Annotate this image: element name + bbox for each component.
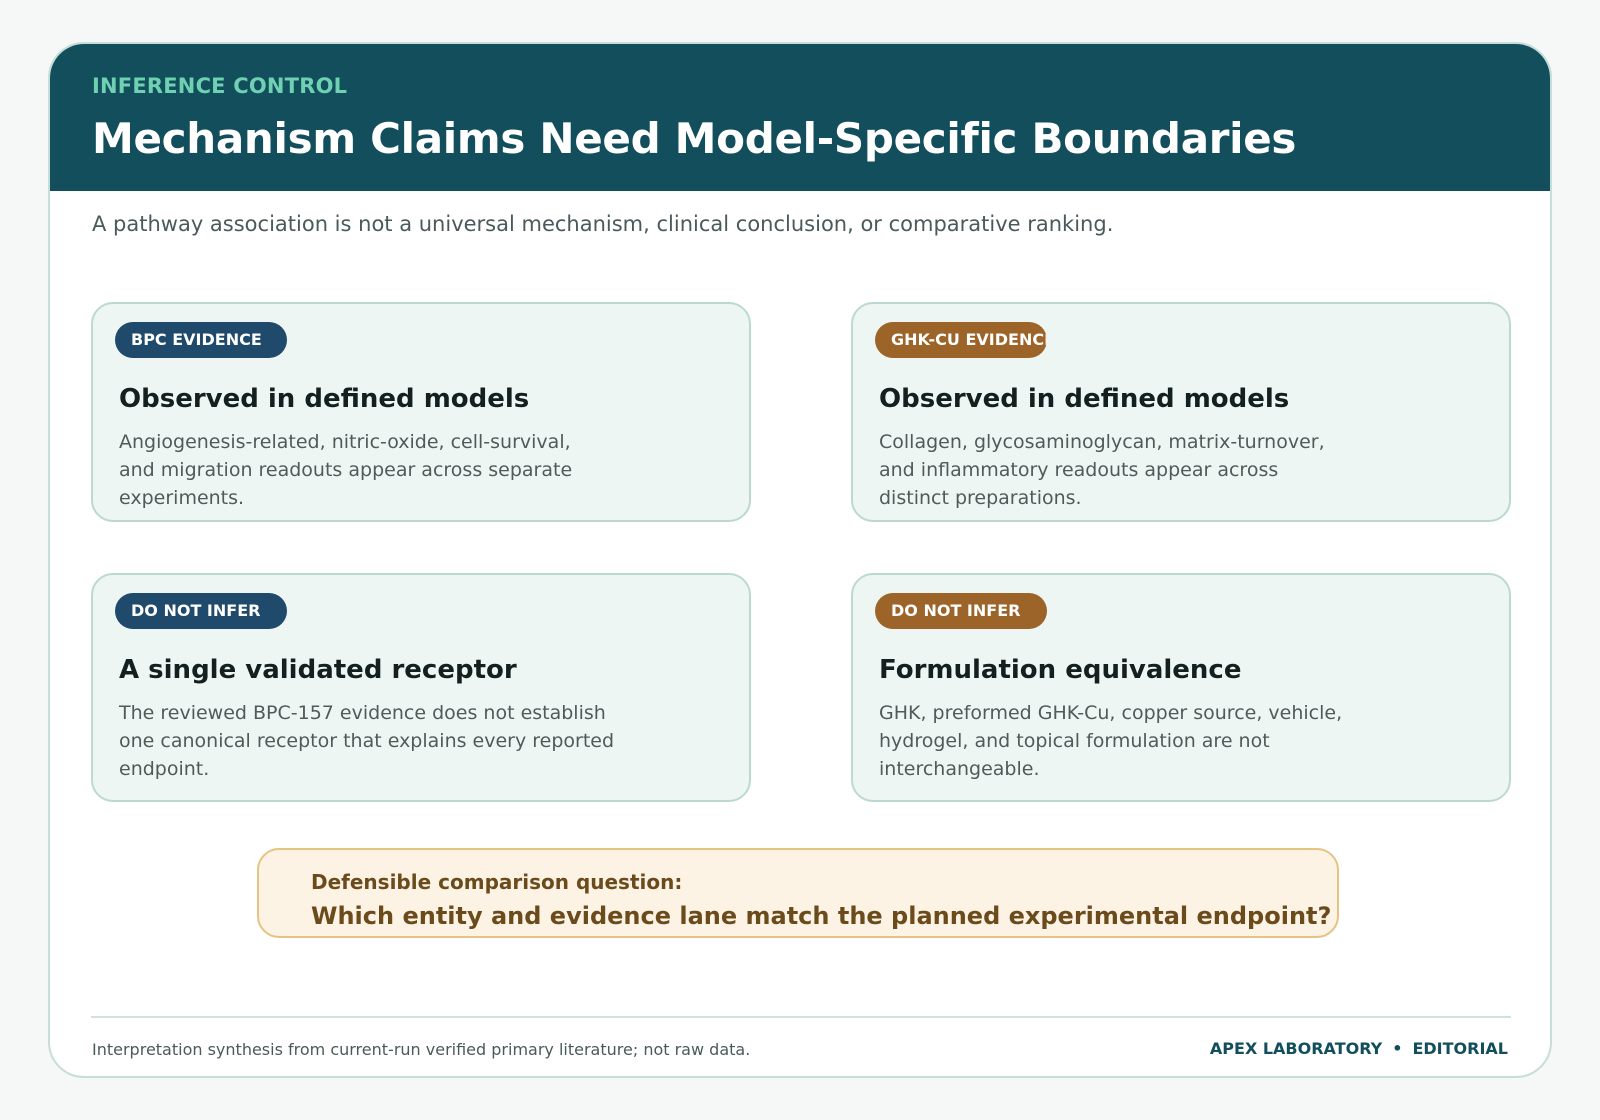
panel-do-not-infer-receptor: DO NOT INFER A single validated receptor… bbox=[91, 573, 751, 802]
page-title: Mechanism Claims Need Model-Specific Bou… bbox=[92, 114, 1297, 163]
tag-pill: GHK-CU EVIDENCE bbox=[875, 322, 1047, 358]
header-banner: INFERENCE CONTROL Mechanism Claims Need … bbox=[50, 44, 1550, 191]
panel-body: Angiogenesis-related, nitric-oxide, cell… bbox=[119, 431, 573, 509]
eyebrow-label: INFERENCE CONTROL bbox=[92, 74, 348, 98]
comparison-callout: Defensible comparison question: Which en… bbox=[257, 848, 1339, 938]
panel-heading: Observed in defined models bbox=[119, 384, 530, 414]
brand-name: APEX LABORATORY bbox=[1209, 1039, 1383, 1058]
panel-body: GHK, preformed GHK-Cu, copper source, ve… bbox=[879, 702, 1343, 780]
panel-body: Collagen, glycosaminoglycan, matrix-turn… bbox=[879, 431, 1325, 509]
subtitle: A pathway association is not a universal… bbox=[92, 212, 1114, 236]
footer-divider bbox=[91, 1016, 1511, 1018]
brand-section: EDITORIAL bbox=[1412, 1039, 1508, 1058]
footer-note: Interpretation synthesis from current-ru… bbox=[92, 1040, 751, 1059]
panel-body: The reviewed BPC-157 evidence does not e… bbox=[119, 702, 615, 780]
tag-pill: DO NOT INFER bbox=[875, 593, 1047, 629]
panel-do-not-infer-formulation: DO NOT INFER Formulation equivalence GHK… bbox=[851, 573, 1511, 802]
content-card: INFERENCE CONTROL Mechanism Claims Need … bbox=[48, 42, 1552, 1078]
panel-heading: Observed in defined models bbox=[879, 384, 1290, 414]
callout-question: Which entity and evidence lane match the… bbox=[311, 902, 1332, 930]
separator-dot: • bbox=[1392, 1039, 1403, 1058]
tag-pill: DO NOT INFER bbox=[115, 593, 287, 629]
panel-heading: A single validated receptor bbox=[119, 655, 517, 685]
tag-pill: BPC EVIDENCE bbox=[115, 322, 287, 358]
panel-heading: Formulation equivalence bbox=[879, 655, 1242, 685]
panel-ghk-cu-evidence: GHK-CU EVIDENCE Observed in defined mode… bbox=[851, 302, 1511, 522]
footer-brand: APEX LABORATORY • EDITORIAL bbox=[1210, 1039, 1508, 1058]
callout-label: Defensible comparison question: bbox=[311, 870, 683, 894]
panel-bpc-evidence: BPC EVIDENCE Observed in defined models … bbox=[91, 302, 751, 522]
